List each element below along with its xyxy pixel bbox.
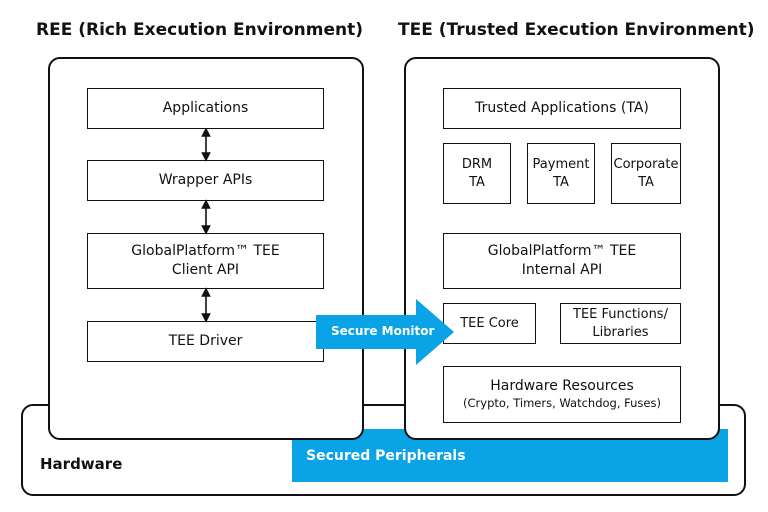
- hardware-resources-box: Hardware Resources (Crypto, Timers, Watc…: [443, 366, 681, 423]
- internal-api-label: GlobalPlatform™ TEE Internal API: [487, 243, 637, 278]
- secure-monitor-arrow: [316, 299, 454, 365]
- client-api-box: GlobalPlatform™ TEE Client API: [87, 233, 324, 289]
- applications-box: Applications: [87, 88, 324, 129]
- secured-peripherals-label: Secured Peripherals: [306, 447, 466, 464]
- wrapper-apis-label: Wrapper APIs: [158, 172, 253, 189]
- corporate-ta-box: Corporate TA: [611, 143, 681, 204]
- trusted-applications-box: Trusted Applications (TA): [443, 88, 681, 129]
- tee-functions-label: TEE Functions/ Libraries: [573, 306, 668, 340]
- drm-ta-box: DRM TA: [443, 143, 511, 204]
- client-api-label: GlobalPlatform™ TEE Client API: [131, 243, 280, 278]
- payment-ta-box: Payment TA: [527, 143, 595, 204]
- trusted-applications-label: Trusted Applications (TA): [475, 100, 649, 117]
- internal-api-box: GlobalPlatform™ TEE Internal API: [443, 233, 681, 289]
- hardware-resources-subtitle: (Crypto, Timers, Watchdog, Fuses): [463, 396, 661, 411]
- tee-core-box: TEE Core: [443, 303, 536, 344]
- hardware-resources-title: Hardware Resources: [490, 378, 634, 395]
- ree-connectors: [201, 129, 211, 323]
- secure-monitor-label: Secure Monitor: [331, 324, 435, 338]
- hardware-label: Hardware: [40, 455, 123, 473]
- payment-ta-label: Payment TA: [532, 156, 590, 190]
- applications-label: Applications: [162, 100, 249, 117]
- tee-title: TEE (Trusted Execution Environment): [398, 20, 755, 40]
- ree-title: REE (Rich Execution Environment): [36, 20, 363, 40]
- right-arrow-icon: [316, 299, 454, 365]
- tee-driver-box: TEE Driver: [87, 321, 324, 362]
- tee-core-label: TEE Core: [460, 315, 519, 331]
- drm-ta-label: DRM TA: [461, 156, 493, 190]
- tee-driver-label: TEE Driver: [168, 333, 243, 350]
- tee-functions-box: TEE Functions/ Libraries: [560, 303, 681, 344]
- corporate-ta-label: Corporate TA: [613, 156, 679, 190]
